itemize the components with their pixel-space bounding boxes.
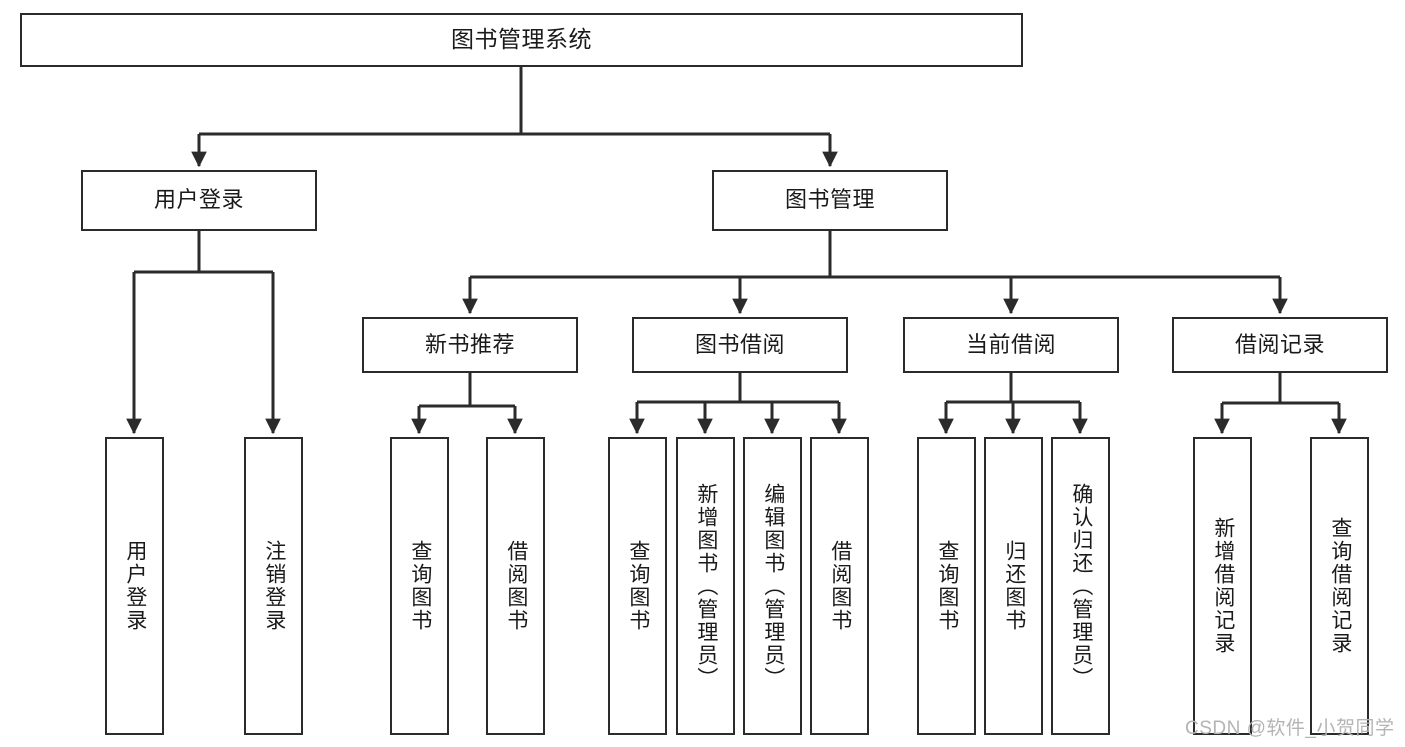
leaf-book-borrow-lend[interactable]: 借阅图书 [810, 437, 869, 735]
node-user-login[interactable]: 用户登录 [81, 170, 317, 231]
node-label: 编辑图书（管理员） [761, 482, 785, 690]
node-label: 图书管理 [784, 187, 875, 213]
node-label: 当前借阅 [965, 331, 1056, 357]
leaf-borrow-record-query[interactable]: 查询借阅记录 [1310, 437, 1369, 735]
node-label: 确认归还（管理员） [1069, 482, 1093, 690]
node-label: 查询图书 [408, 540, 432, 632]
node-label: 图书借阅 [694, 331, 785, 357]
leaf-current-borrow-return[interactable]: 归还图书 [984, 437, 1043, 735]
node-label: 借阅图书 [504, 540, 528, 632]
node-label: 图书管理系统 [451, 26, 592, 53]
node-label: 新增借阅记录 [1211, 517, 1235, 655]
node-book-borrow[interactable]: 图书借阅 [632, 317, 848, 373]
node-label: 借阅记录 [1234, 331, 1325, 357]
leaf-book-borrow-query[interactable]: 查询图书 [608, 437, 667, 735]
node-label: 归还图书 [1002, 540, 1026, 632]
node-book-management[interactable]: 图书管理 [712, 170, 948, 231]
leaf-current-borrow-query[interactable]: 查询图书 [917, 437, 976, 735]
node-label: 用户登录 [123, 540, 147, 632]
node-new-book-recommend[interactable]: 新书推荐 [362, 317, 578, 373]
leaf-borrow-record-add[interactable]: 新增借阅记录 [1193, 437, 1252, 735]
leaf-new-book-query[interactable]: 查询图书 [390, 437, 449, 735]
node-current-borrow[interactable]: 当前借阅 [903, 317, 1119, 373]
leaf-user-login-signout[interactable]: 注销登录 [244, 437, 303, 735]
leaf-book-borrow-add[interactable]: 新增图书（管理员） [676, 437, 735, 735]
node-label: 新增图书（管理员） [694, 482, 718, 690]
node-label: 查询图书 [935, 540, 959, 632]
node-label: 借阅图书 [828, 540, 852, 632]
node-label: 注销登录 [262, 540, 286, 632]
watermark-text: CSDN @软件_小贺同学 [1185, 718, 1395, 739]
leaf-current-borrow-confirm-return[interactable]: 确认归还（管理员） [1051, 437, 1110, 735]
leaf-book-borrow-edit[interactable]: 编辑图书（管理员） [743, 437, 802, 735]
node-root-system[interactable]: 图书管理系统 [20, 13, 1023, 67]
leaf-user-login-signin[interactable]: 用户登录 [105, 437, 164, 735]
node-borrow-record[interactable]: 借阅记录 [1172, 317, 1388, 373]
node-label: 新书推荐 [424, 331, 515, 357]
node-label: 用户登录 [153, 187, 244, 213]
node-label: 查询图书 [626, 540, 650, 632]
leaf-new-book-borrow[interactable]: 借阅图书 [486, 437, 545, 735]
node-label: 查询借阅记录 [1328, 517, 1352, 655]
